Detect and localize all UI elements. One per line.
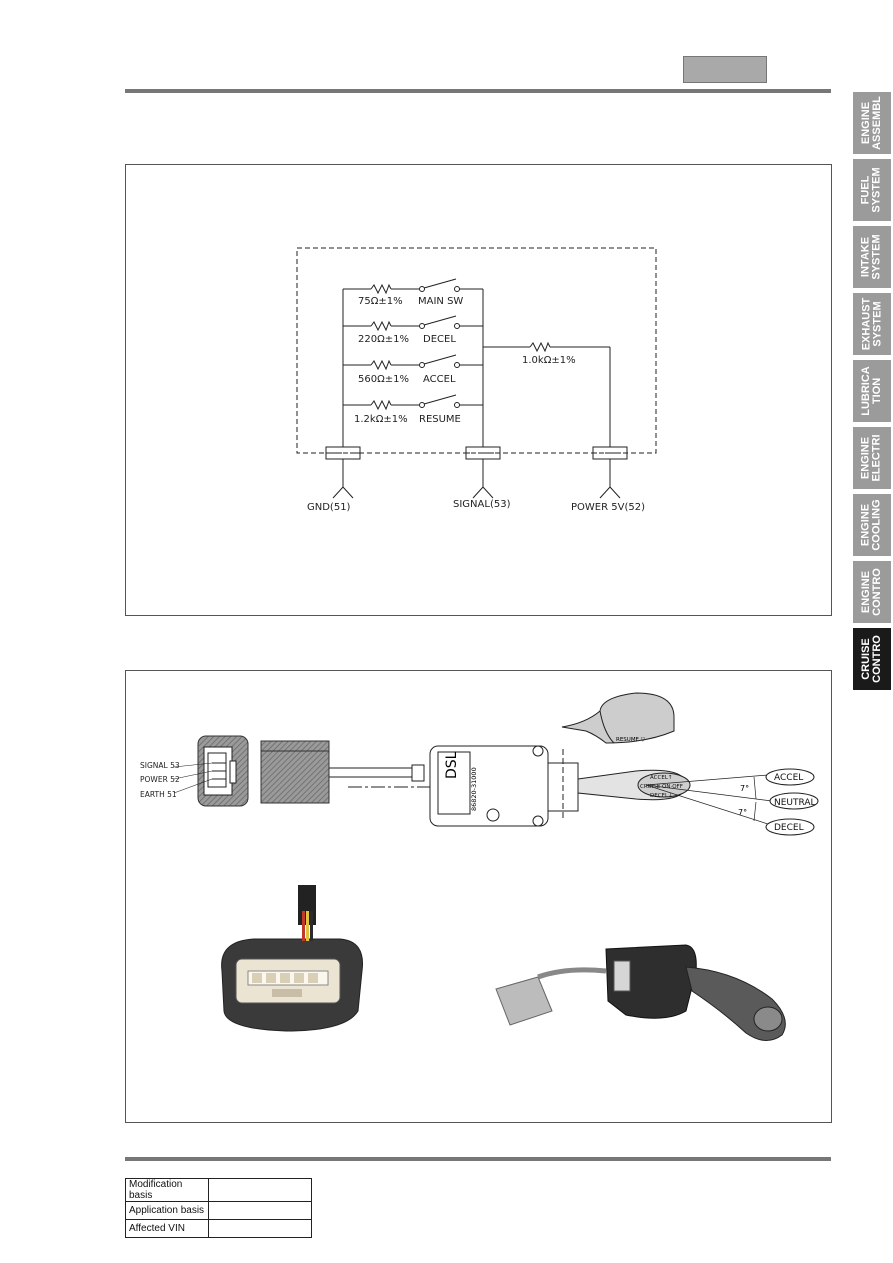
position-decel: DECEL (774, 823, 804, 833)
resistor-label-220: 220Ω±1% (358, 334, 409, 345)
angle-label-accel: 7° (740, 784, 749, 793)
supply-resistor-label: 1.0kΩ±1% (522, 355, 576, 366)
switch-label-main: MAIN SW (418, 296, 463, 307)
switch-photo (495, 944, 786, 1041)
table-row: Modification basis (125, 1178, 312, 1202)
bottom-rule (125, 1157, 831, 1161)
cruise-lever[interactable] (577, 769, 691, 801)
tab-cruise-control[interactable]: CRUISE CONTRO (853, 628, 891, 690)
switch-label-decel: DECEL (423, 334, 456, 345)
tab-exhaust-system[interactable]: EXHAUST SYSTEM (853, 293, 891, 355)
switch-enclosure (296, 247, 657, 454)
tab-engine-cooling[interactable]: ENGINE COOLING (853, 494, 891, 556)
pin-label-earth: EARTH 51 (140, 790, 177, 799)
tab-lubrication[interactable]: LUBRICA TION (853, 360, 891, 422)
table-row: Affected VIN (125, 1219, 312, 1238)
header-tab-box (683, 56, 767, 83)
row-label: Application basis (125, 1201, 209, 1220)
tab-fuel-system[interactable]: FUEL SYSTEM (853, 159, 891, 221)
angle-label-decel: 7° (738, 808, 747, 817)
resistor-75 (370, 283, 392, 295)
switch-label-accel: ACCEL (423, 374, 456, 385)
switch-illustration-frame: SIGNAL 53 POWER 52 EARTH 51 DSL 86820-31… (125, 670, 832, 1123)
pin-label-power: POWER 52 (140, 775, 180, 784)
resume-label: RESUME ▽ (616, 737, 646, 743)
switch-main (423, 278, 457, 289)
tab-intake-system[interactable]: INTAKE SYSTEM (853, 226, 891, 288)
row-value (208, 1201, 312, 1220)
terminal-signal: SIGNAL(53) (453, 499, 511, 510)
switch-part-number: 86820-31000 (470, 767, 478, 811)
switch-illustration: SIGNAL 53 POWER 52 EARTH 51 DSL 86820-31… (140, 692, 819, 1041)
resistor-label-1-2k: 1.2kΩ±1% (354, 414, 408, 425)
tab-engine-control[interactable]: ENGINE CONTRO (853, 561, 891, 623)
resume-detail: RESUME ▽ (561, 692, 675, 744)
resistor-label-75: 75Ω±1% (358, 296, 403, 307)
resistor-supply (529, 341, 551, 353)
mating-connector (260, 740, 330, 804)
row-value (208, 1219, 312, 1238)
switch-body-brand: DSL (444, 751, 460, 779)
tab-engine-electric[interactable]: ENGINE ELECTRI (853, 427, 891, 489)
lever-accel-text: ACCEL↑ (650, 774, 673, 781)
switch-label-resume: RESUME (419, 414, 461, 425)
pin-label-signal: SIGNAL 53 (140, 761, 180, 770)
row-value (208, 1178, 312, 1202)
circuit-diagram: 75Ω±1% 220Ω±1% 560Ω±1% 1.2kΩ±1% MAIN SW … (296, 247, 657, 513)
connector-photo (221, 885, 364, 1032)
table-row: Application basis (125, 1201, 312, 1220)
row-label: Affected VIN (125, 1219, 209, 1238)
switch-decel (423, 315, 457, 326)
connector-face-drawing (197, 735, 249, 807)
circuit-diagram-frame: 75Ω±1% 220Ω±1% 560Ω±1% 1.2kΩ±1% MAIN SW … (125, 164, 832, 616)
tab-engine-assembly[interactable]: ENGINE ASSEMBL (853, 92, 891, 154)
top-rule (125, 89, 831, 93)
switch-body: DSL 86820-31000 (429, 745, 579, 827)
position-accel: ACCEL (774, 773, 803, 783)
resistor-label-560: 560Ω±1% (358, 374, 409, 385)
terminal-power: POWER 5V(52) (571, 502, 645, 513)
lever-position-labels (765, 768, 819, 836)
resistor-220 (370, 320, 392, 332)
modification-table: Modification basis Application basis Aff… (125, 1178, 312, 1238)
lever-decel-text: DECEL↓ (650, 792, 673, 799)
switch-accel (423, 354, 457, 365)
switch-resume (423, 394, 457, 405)
resistor-560 (370, 359, 392, 371)
resistor-1-2k (370, 399, 392, 411)
terminal-gnd: GND(51) (307, 502, 351, 513)
row-label: Modification basis (125, 1178, 209, 1202)
position-neutral: NEUTRAL (774, 798, 816, 808)
